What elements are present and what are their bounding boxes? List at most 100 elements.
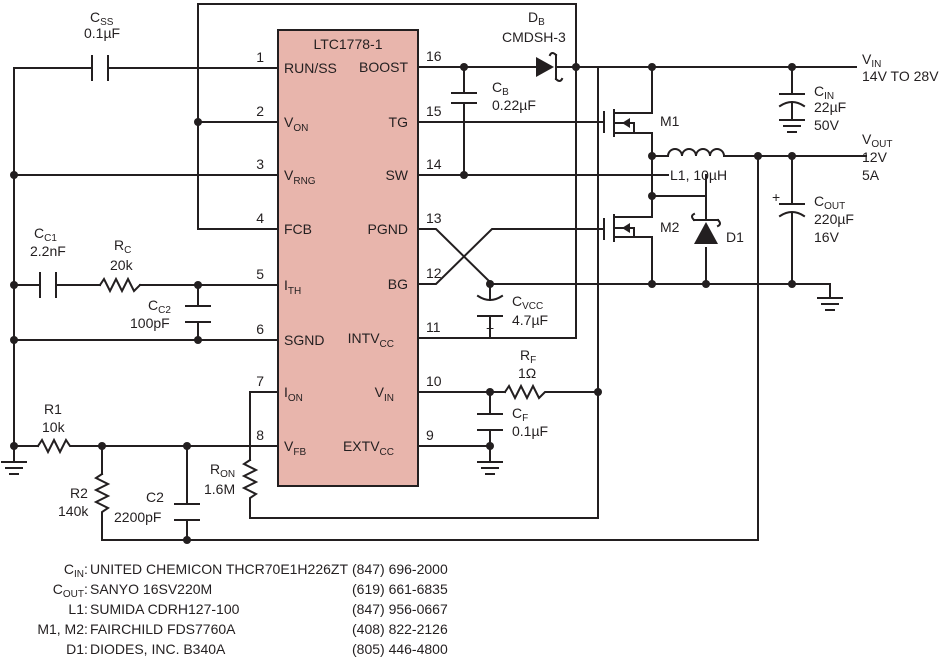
cvcc-capacitor bbox=[476, 294, 504, 317]
vout-net-value2: 5A bbox=[862, 167, 880, 183]
bom-phone: (805) 446-4800 bbox=[352, 641, 448, 657]
cin-capacitor bbox=[778, 93, 806, 108]
rf-value: 1Ω bbox=[518, 365, 536, 381]
rc-value: 20k bbox=[110, 257, 134, 273]
pin-label: ITH bbox=[284, 277, 301, 297]
c2-label: C2 bbox=[146, 489, 164, 505]
pin-label: VON bbox=[284, 114, 308, 134]
ron-value: 1.6M bbox=[204, 481, 235, 497]
rc-label: RC bbox=[114, 237, 131, 256]
m1-label: M1 bbox=[660, 113, 680, 129]
pin-number: 11 bbox=[426, 319, 441, 335]
vin-net-label: VIN bbox=[862, 51, 881, 70]
pin-number: 14 bbox=[426, 156, 442, 172]
pin-label: VRNG bbox=[284, 167, 316, 187]
ic-body bbox=[277, 29, 419, 487]
wires bbox=[13, 3, 867, 541]
m2-mosfet bbox=[603, 214, 653, 242]
cin-value: 22µF bbox=[814, 99, 846, 115]
cout-capacitor bbox=[778, 203, 806, 218]
pin-number: 15 bbox=[426, 103, 442, 119]
cvcc-plus: + bbox=[486, 320, 494, 336]
pin-number: 7 bbox=[256, 373, 264, 389]
pin-number: 16 bbox=[426, 48, 442, 64]
r2-value: 140k bbox=[58, 503, 89, 519]
bom-phone: (619) 661-6835 bbox=[352, 581, 448, 597]
bom-part: COUT bbox=[53, 581, 84, 600]
l1-inductor bbox=[666, 148, 729, 158]
cout-value: 220µF bbox=[814, 211, 854, 227]
cout-value2: 16V bbox=[814, 229, 840, 245]
d1-label: D1 bbox=[726, 229, 744, 245]
pin-label: SGND bbox=[284, 332, 324, 348]
bom-colon: : bbox=[84, 641, 88, 657]
cvcc-value: 4.7µF bbox=[512, 312, 548, 328]
junction-dots bbox=[10, 63, 796, 544]
pin-label: VFB bbox=[284, 438, 306, 458]
bom-part: CIN bbox=[64, 561, 84, 580]
pin-label: PGND bbox=[368, 221, 408, 237]
r2-resistor bbox=[93, 472, 111, 517]
pin-label: VIN bbox=[375, 384, 394, 404]
cin-label: CIN bbox=[814, 83, 834, 102]
pin-number: 8 bbox=[256, 427, 264, 443]
bom-colon: : bbox=[84, 581, 88, 597]
bom-description: SUMIDA CDRH127-100 bbox=[90, 601, 240, 617]
pin-number: 9 bbox=[426, 427, 434, 443]
cc2-capacitor bbox=[185, 305, 211, 323]
bom-description: FAIRCHILD FDS7760A bbox=[90, 621, 236, 637]
bom-phone: (847) 956-0667 bbox=[352, 601, 448, 617]
pin-label: FCB bbox=[284, 221, 312, 237]
cb-value: 0.22µF bbox=[492, 97, 536, 113]
ic-name: LTC1778-1 bbox=[313, 36, 382, 52]
r1-label: R1 bbox=[44, 401, 62, 417]
bom-part: D1 bbox=[66, 641, 84, 657]
rc-resistor bbox=[98, 276, 142, 294]
c2-value: 2200pF bbox=[114, 509, 161, 525]
bom-phone: (847) 696-2000 bbox=[352, 561, 448, 577]
bom-description: SANYO 16SV220M bbox=[90, 581, 212, 597]
bill-of-materials: CIN:UNITED CHEMICON THCR70E1H226ZT(847) … bbox=[37, 561, 448, 657]
cout-plus: + bbox=[772, 189, 780, 205]
db-value: CMDSH-3 bbox=[502, 29, 566, 45]
pin-label: SW bbox=[385, 167, 408, 183]
pin-number: 12 bbox=[426, 265, 442, 281]
pin-label: INTVCC bbox=[348, 330, 394, 350]
cin-value2: 50V bbox=[814, 117, 840, 133]
bom-phone: (408) 822-2126 bbox=[352, 621, 448, 637]
pin-number: 6 bbox=[256, 321, 264, 337]
pin-label: RUN/SS bbox=[284, 60, 337, 76]
rf-label: RF bbox=[520, 347, 536, 366]
m2-label: M2 bbox=[660, 219, 680, 235]
cf-label: CF bbox=[512, 405, 528, 424]
pin-number: 2 bbox=[256, 103, 264, 119]
ic-pins: 1RUN/SS2VON3VRNG4FCB5ITH6SGND7ION8VFB16B… bbox=[256, 48, 442, 458]
rf-resistor bbox=[503, 383, 548, 401]
m1-mosfet bbox=[603, 109, 653, 137]
pin-label: ION bbox=[284, 384, 303, 404]
c2-capacitor bbox=[174, 503, 200, 521]
pin-number: 13 bbox=[426, 210, 442, 226]
ground-symbols bbox=[1, 119, 843, 475]
pin-label: EXTVCC bbox=[343, 438, 394, 458]
cc2-label: CC2 bbox=[148, 297, 171, 316]
ron-label: RON bbox=[210, 461, 235, 480]
bom-part: M1, M2 bbox=[37, 621, 84, 637]
cb-label: CB bbox=[492, 79, 509, 98]
bom-description: DIODES, INC. B340A bbox=[90, 641, 226, 657]
vout-net-value: 12V bbox=[862, 149, 888, 165]
cf-value: 0.1µF bbox=[512, 423, 548, 439]
r1-resistor bbox=[36, 437, 73, 455]
pin-label: BG bbox=[388, 276, 408, 292]
cc1-capacitor bbox=[39, 272, 57, 298]
bom-part: L1 bbox=[68, 601, 84, 617]
vout-net-label: VOUT bbox=[862, 131, 892, 150]
cf-capacitor bbox=[477, 413, 503, 431]
bom-colon: : bbox=[84, 601, 88, 617]
pin-label: TG bbox=[389, 114, 408, 130]
css-value: 0.1µF bbox=[84, 25, 120, 41]
bom-colon: : bbox=[84, 561, 88, 577]
ron-resistor bbox=[241, 458, 259, 501]
cb-capacitor bbox=[451, 92, 477, 104]
pin-number: 10 bbox=[426, 373, 442, 389]
